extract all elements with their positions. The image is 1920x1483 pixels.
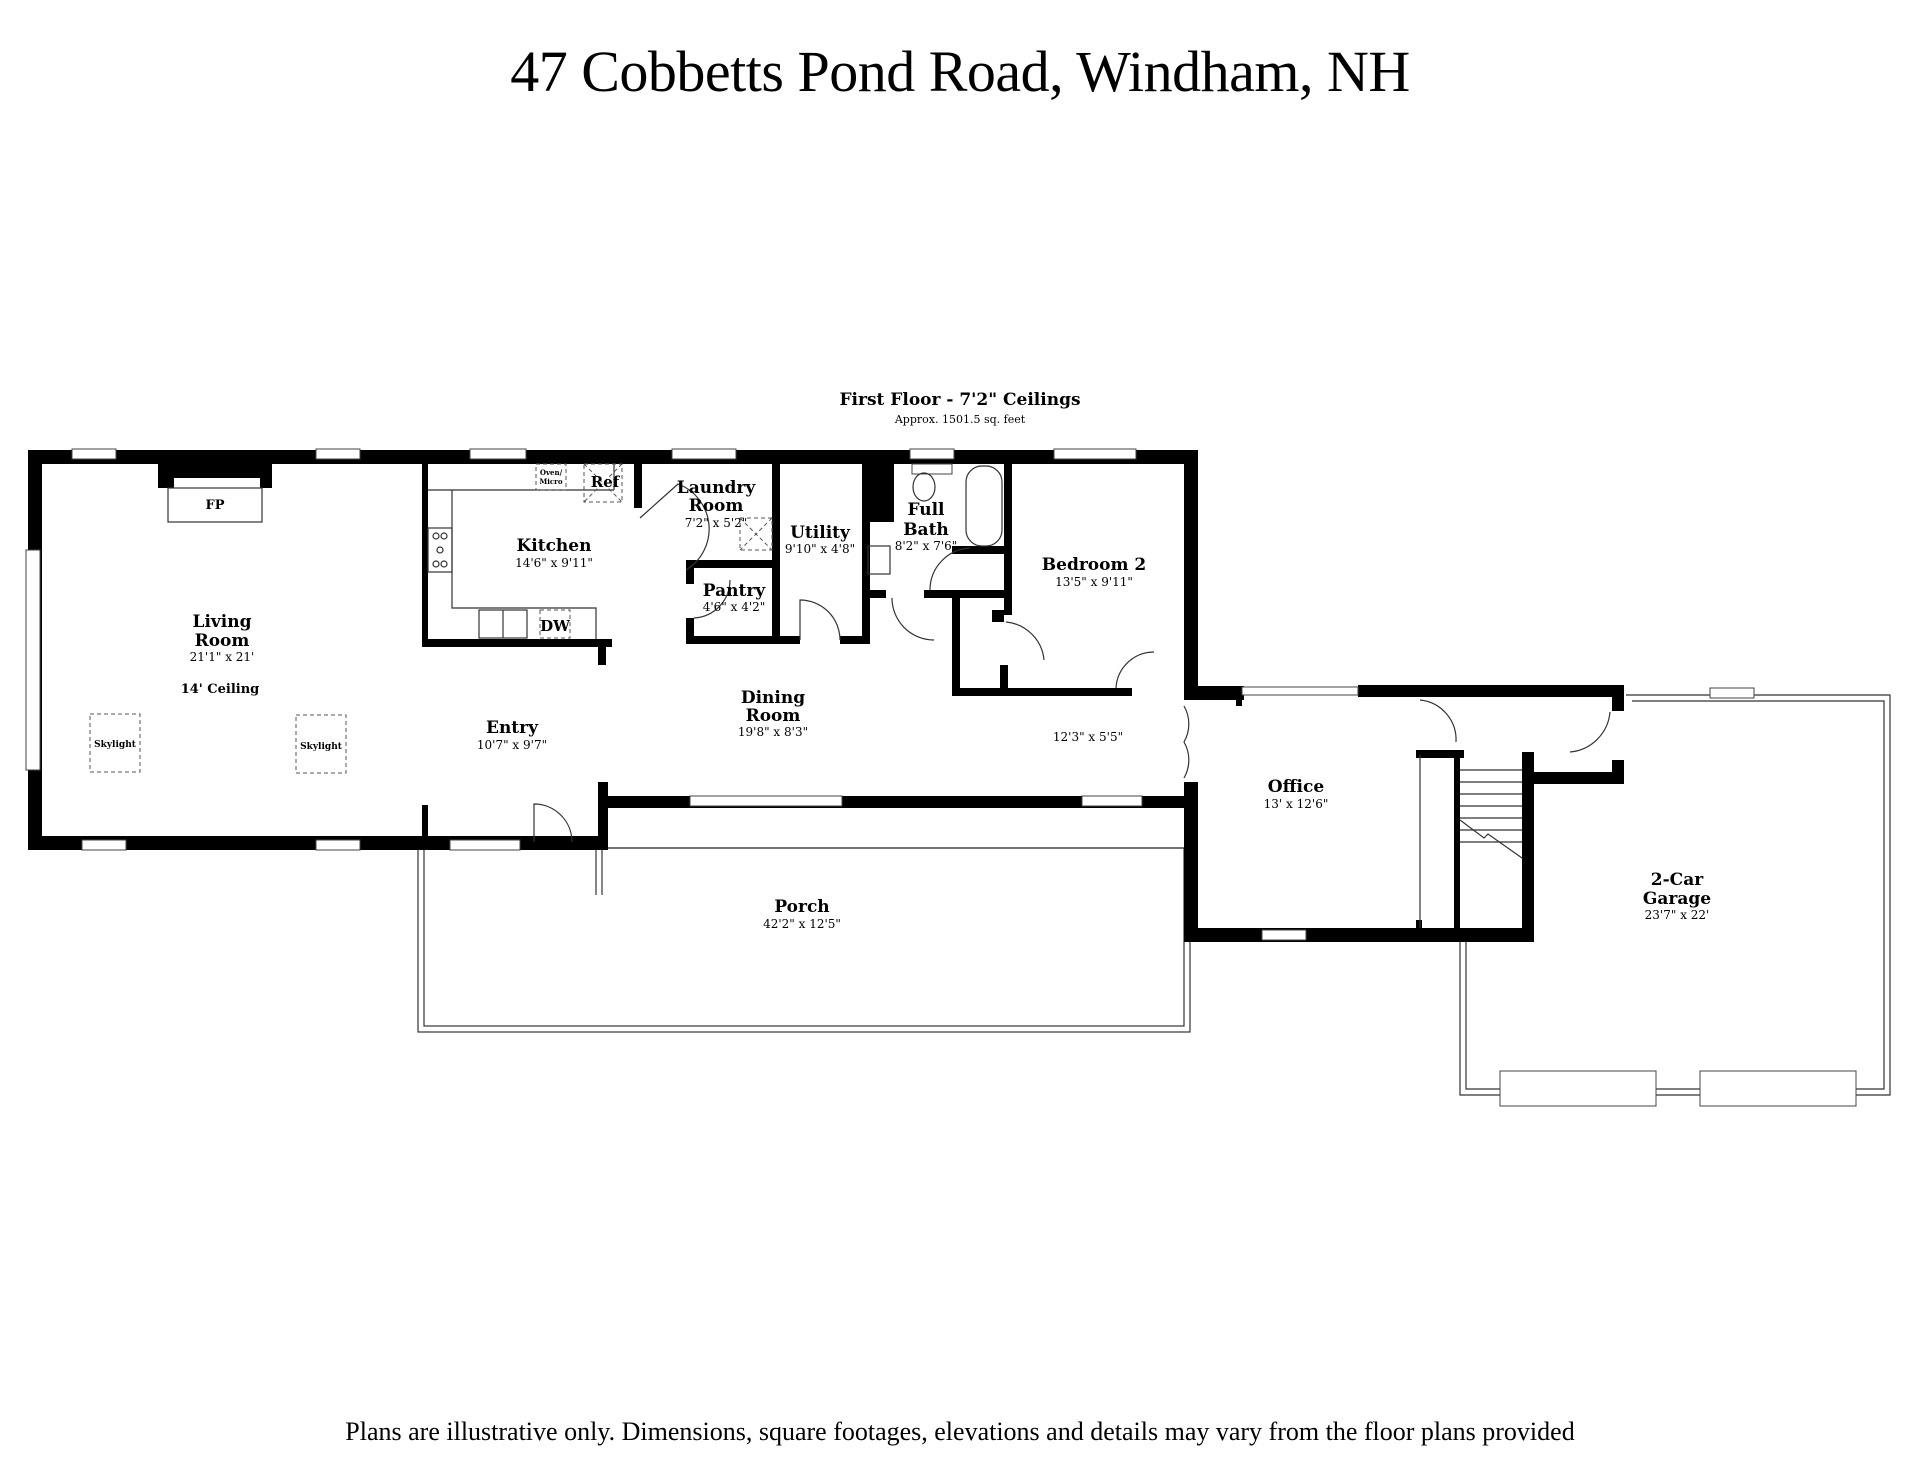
svg-text:2-Car: 2-Car (1651, 870, 1704, 890)
svg-text:Oven/: Oven/ (540, 468, 563, 477)
svg-text:Porch: Porch (774, 897, 829, 917)
svg-text:Living: Living (193, 612, 252, 632)
skylight-2: Skylight (295, 714, 347, 774)
room-utility: Utility 9'10" x 4'8" (785, 523, 855, 556)
svg-text:42'2" x 12'5": 42'2" x 12'5" (763, 917, 841, 931)
svg-text:Dining: Dining (741, 688, 805, 708)
room-office: Office 13' x 12'6" (1264, 777, 1329, 811)
svg-text:10'7" x 9'7": 10'7" x 9'7" (477, 738, 547, 752)
room-kitchen: Kitchen 14'6" x 9'11" (515, 536, 593, 570)
svg-text:Room: Room (746, 706, 801, 726)
floor-heading: First Floor - 7'2" Ceilings (839, 390, 1081, 410)
svg-text:9'10" x 4'8": 9'10" x 4'8" (785, 542, 855, 556)
svg-text:Laundry: Laundry (677, 478, 757, 498)
washer-dryer (739, 517, 773, 551)
bath-fixtures (867, 463, 1003, 575)
svg-text:Skylight: Skylight (94, 740, 137, 750)
svg-text:21'1" x 21': 21'1" x 21' (190, 650, 255, 664)
svg-text:DW: DW (540, 617, 571, 635)
garage-door-2 (1699, 1070, 1857, 1107)
svg-text:13' x 12'6": 13' x 12'6" (1264, 797, 1329, 811)
refrigerator (583, 463, 623, 503)
windows (25, 448, 1359, 941)
room-full-bath: Full Bath 8'2" x 7'6" (895, 500, 958, 553)
garage-outline (1459, 687, 1891, 1107)
room-bedroom-2: Bedroom 2 13'5" x 9'11" (1042, 555, 1146, 589)
svg-text:Full: Full (907, 500, 945, 520)
room-living: Living Room 21'1" x 21' 14' Ceiling (181, 612, 260, 697)
room-garage: 2-Car Garage 23'7" x 22' (1643, 870, 1711, 922)
oven-microwave (535, 463, 567, 491)
svg-text:Entry: Entry (486, 718, 539, 738)
svg-text:12'3" x 5'5": 12'3" x 5'5" (1053, 730, 1123, 744)
fireplace: FP (158, 464, 272, 523)
stairs (1459, 769, 1523, 859)
dishwasher (539, 609, 571, 639)
svg-text:7'2" x 5'2": 7'2" x 5'2" (685, 516, 748, 530)
room-laundry: Laundry Room 7'2" x 5'2" (677, 478, 757, 530)
svg-text:23'7" x 22': 23'7" x 22' (1645, 908, 1710, 922)
vanity-sink-icon (867, 545, 891, 575)
floor-area: Approx. 1501.5 sq. feet (894, 413, 1026, 426)
skylight-1: Skylight (89, 713, 141, 773)
garage-door-1 (1499, 1070, 1657, 1107)
svg-text:14' Ceiling: 14' Ceiling (181, 682, 260, 697)
svg-text:Micro: Micro (539, 477, 562, 486)
svg-text:Office: Office (1268, 777, 1325, 797)
svg-text:Ref: Ref (591, 473, 621, 491)
kitchen-counters: Oven/ Micro Ref DW (427, 463, 773, 639)
svg-text:Pantry: Pantry (703, 581, 767, 601)
page-title: 47 Cobbetts Pond Road, Windham, NH (510, 39, 1410, 104)
svg-text:Utility: Utility (790, 523, 851, 543)
svg-text:13'5" x 9'11": 13'5" x 9'11" (1055, 575, 1133, 589)
room-pantry: Pantry 4'6" x 4'2" (703, 581, 767, 614)
doors (533, 483, 1611, 928)
svg-text:Room: Room (689, 496, 744, 516)
room-dining: Dining Room 19'8" x 8'3" (738, 688, 808, 739)
svg-text:4'6" x 4'2": 4'6" x 4'2" (703, 600, 766, 614)
svg-text:19'8" x 8'3": 19'8" x 8'3" (738, 725, 808, 739)
svg-text:Room: Room (195, 631, 250, 651)
stove-icon (427, 527, 453, 573)
bathtub-icon (965, 465, 1003, 547)
toilet-icon (912, 472, 936, 502)
svg-text:Bath: Bath (903, 520, 949, 540)
svg-text:14'6" x 9'11": 14'6" x 9'11" (515, 556, 593, 570)
svg-text:Bedroom 2: Bedroom 2 (1042, 555, 1146, 575)
disclaimer: Plans are illustrative only. Dimensions,… (345, 1417, 1575, 1446)
room-hallway: 12'3" x 5'5" (1053, 730, 1123, 744)
svg-text:FP: FP (205, 498, 224, 513)
porch-outline (417, 847, 1191, 1033)
room-porch: Porch 42'2" x 12'5" (763, 897, 841, 931)
svg-text:Kitchen: Kitchen (517, 536, 592, 556)
room-entry: Entry 10'7" x 9'7" (477, 718, 547, 752)
svg-text:Skylight: Skylight (300, 742, 343, 752)
svg-text:8'2" x 7'6": 8'2" x 7'6" (895, 539, 958, 553)
svg-text:Garage: Garage (1643, 889, 1711, 909)
